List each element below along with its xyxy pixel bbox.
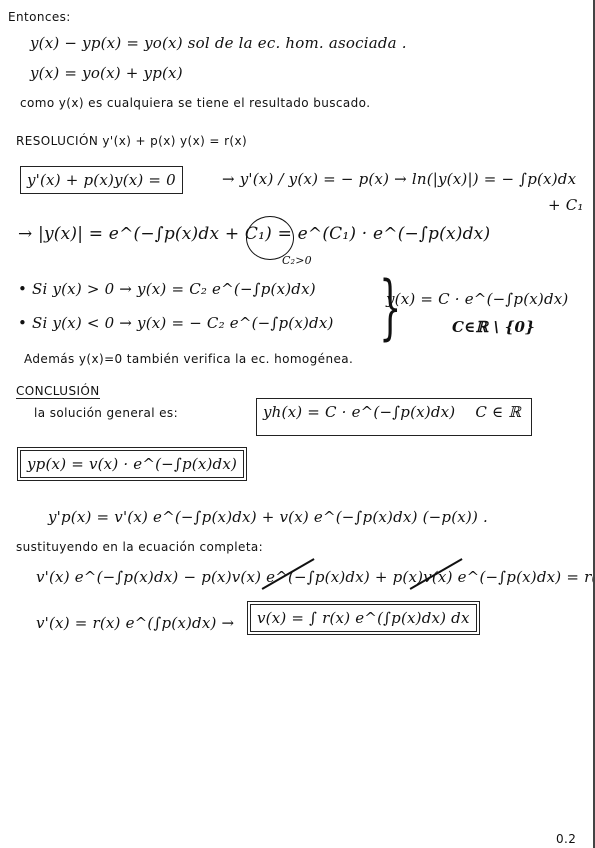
separation-step: → y'(x) / y(x) = − p(x) → ln(|y(x)|) = −… <box>222 170 577 188</box>
general-solution-label: la solución general es: <box>34 406 179 420</box>
particular-solution-box: yp(x) = v(x) · e^(−∫p(x)dx) <box>16 447 248 481</box>
substitution-label: sustituyendo en la ecuación completa: <box>16 540 264 554</box>
circled-constant <box>246 216 294 260</box>
substituted-equation: v'(x) e^(−∫p(x)dx) − p(x)v(x) e^(−∫p(x)d… <box>36 568 595 586</box>
c2-positive-label: C₂>0 <box>282 254 312 267</box>
yh-formula: yh(x) = C · e^(−∫p(x)dx) <box>263 403 456 421</box>
constant-set: C∈ℝ \ {0} <box>452 318 535 336</box>
particular-derivative: y'p(x) = v'(x) e^(−∫p(x)dx) + v(x) e^(−∫… <box>48 508 488 526</box>
equation-difference: y(x) − yp(x) = yo(x) sol de la ec. hom. … <box>30 34 407 52</box>
zero-solution-note: Además y(x)=0 también verifica la ec. ho… <box>24 352 354 366</box>
case-negative: • Si y(x) < 0 → y(x) = − C₂ e^(−∫p(x)dx) <box>18 314 334 332</box>
entonces-label: Entonces: <box>8 10 71 24</box>
conclusion-heading: CONCLUSIÓN <box>16 384 100 399</box>
homogeneous-solution-box: yh(x) = C · e^(−∫p(x)dx) C ∈ ℝ <box>256 398 532 436</box>
c-in-reals: C ∈ ℝ <box>475 403 521 421</box>
case-positive: • Si y(x) > 0 → y(x) = C₂ e^(−∫p(x)dx) <box>18 280 316 298</box>
final-v-formula-box: v(x) = ∫ r(x) e^(∫p(x)dx) dx <box>247 601 480 635</box>
equation-sum: y(x) = yo(x) + yp(x) <box>30 64 183 82</box>
integration-constant: + C₁ <box>548 196 584 214</box>
derivative-v: v'(x) = r(x) e^(∫p(x)dx) → <box>36 614 235 632</box>
curly-brace: } <box>379 266 402 348</box>
resolucion-heading: RESOLUCIÓN y'(x) + p(x) y(x) = r(x) <box>16 134 248 148</box>
homogeneous-equation-box: y'(x) + p(x)y(x) = 0 <box>20 166 183 194</box>
conclusion-sentence: como y(x) es cualquiera se tiene el resu… <box>20 96 371 110</box>
combined-solution: y(x) = C · e^(−∫p(x)dx) <box>386 290 569 308</box>
page-number: 0.2 <box>556 832 577 846</box>
page-edge <box>593 0 595 848</box>
